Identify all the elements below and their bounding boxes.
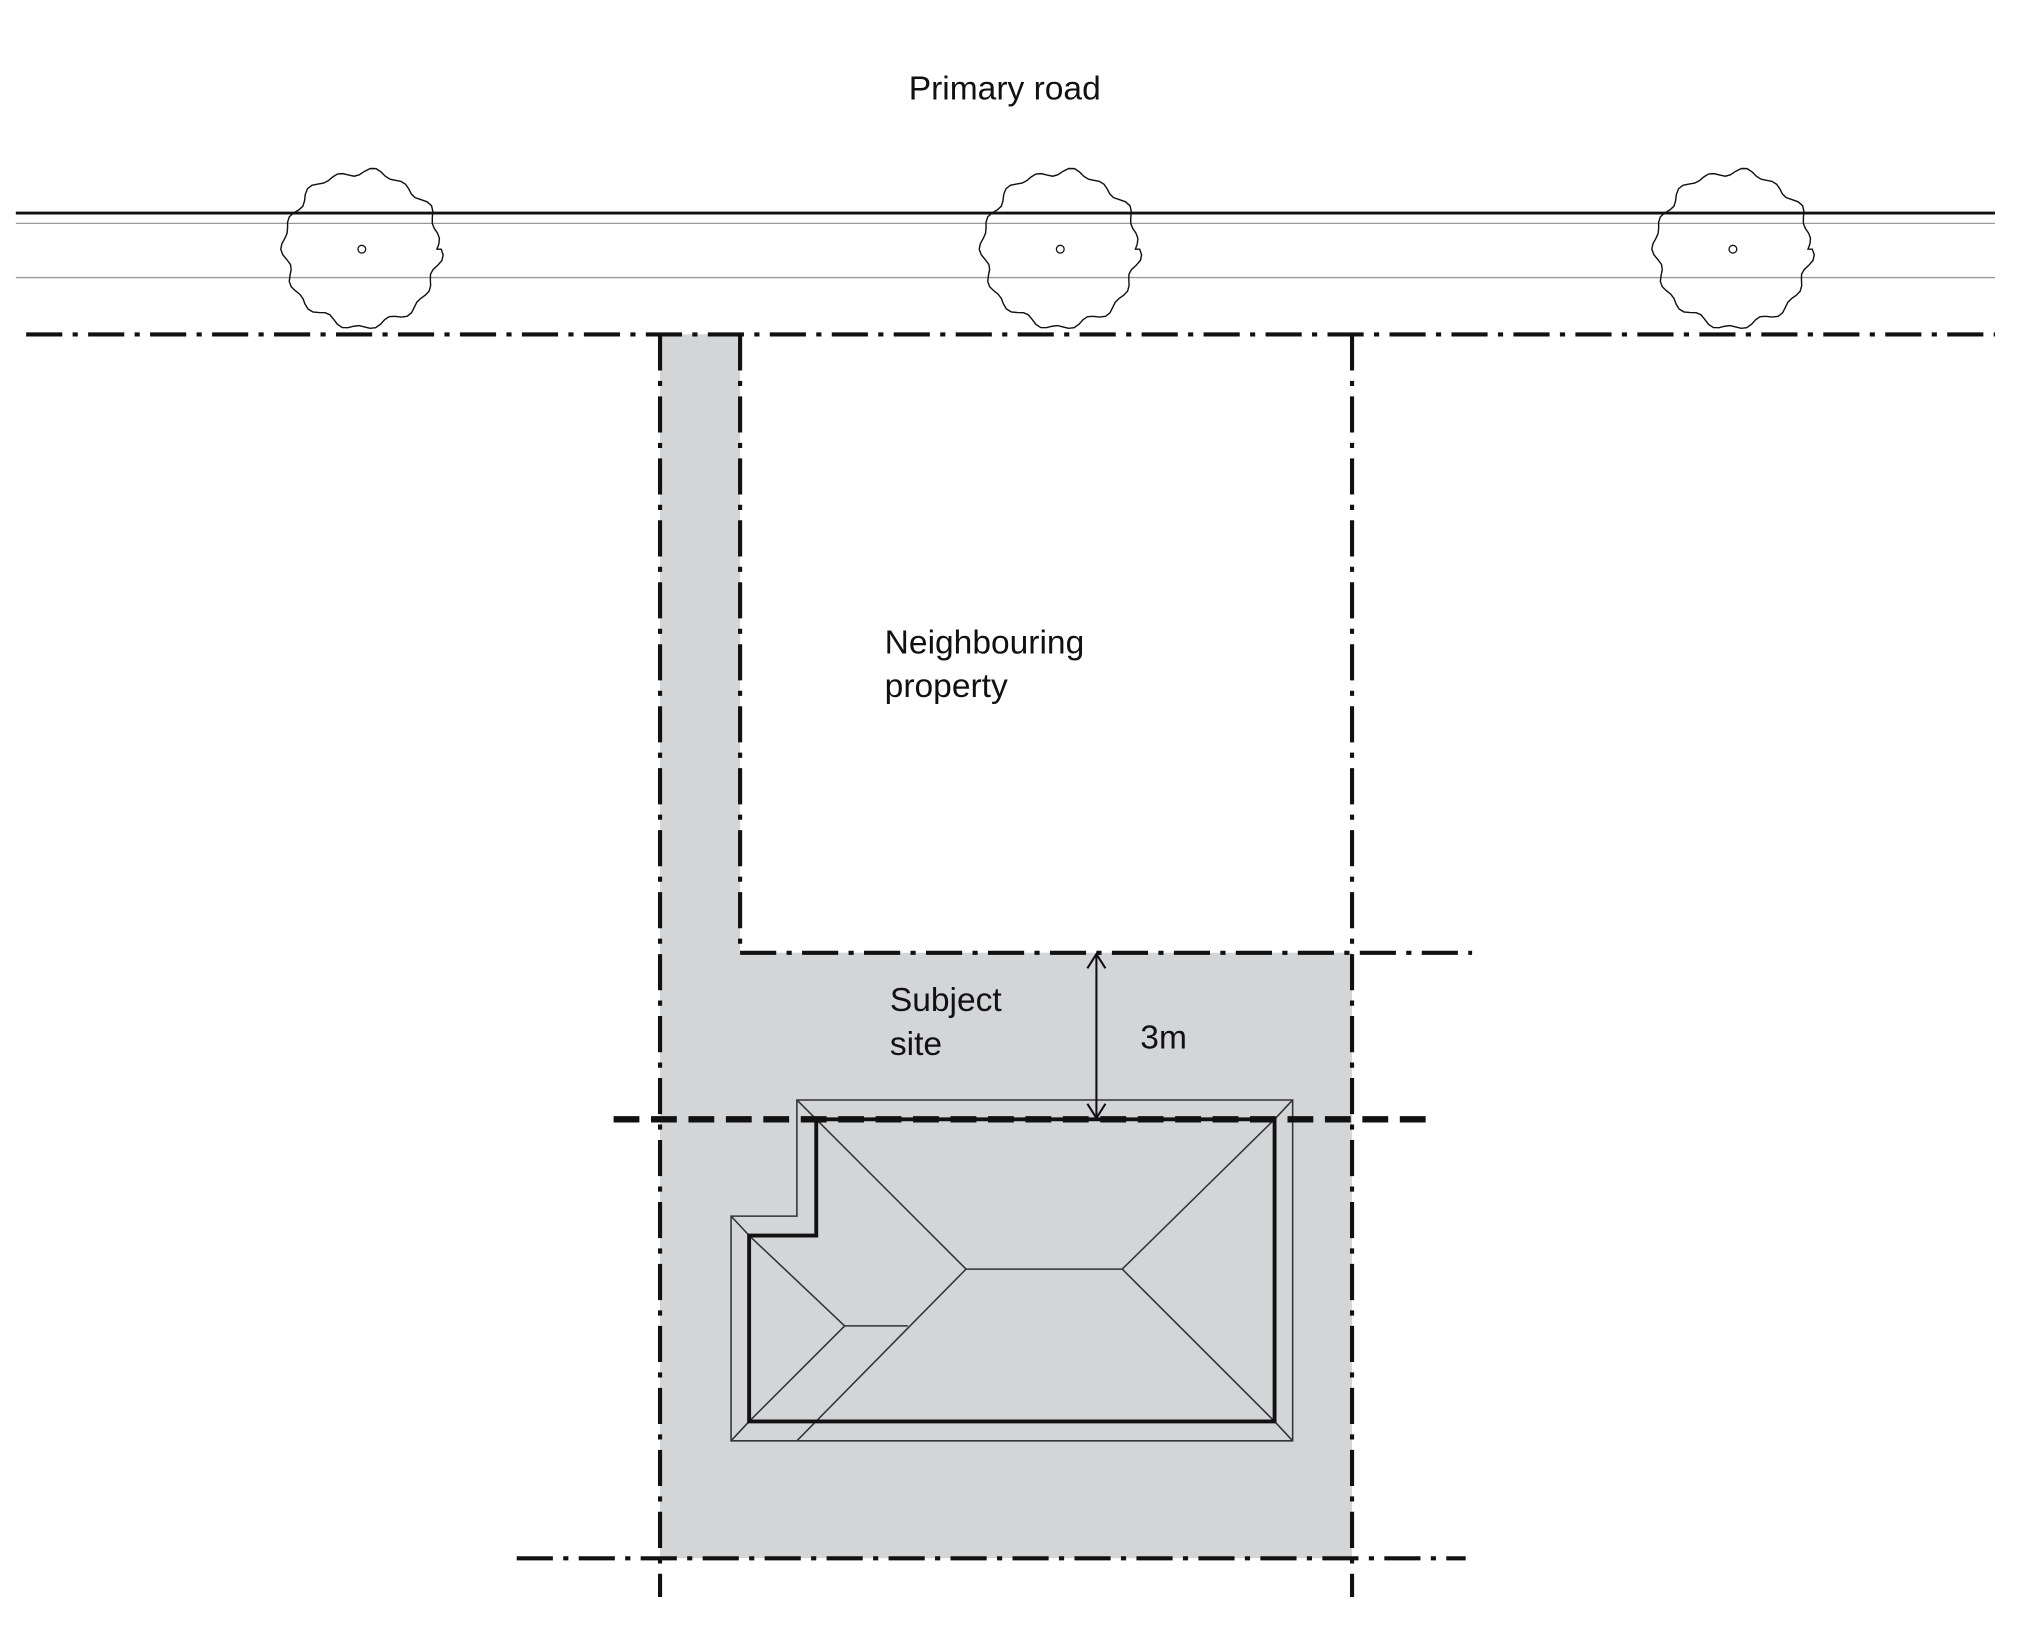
- dimension-arrow: [1086, 952, 1107, 1120]
- tree-trunk-icon: [357, 244, 367, 254]
- street-trees: [280, 167, 1815, 330]
- neighbour-label-line2: property: [885, 668, 1008, 705]
- setback-dimension-label: 3m: [1140, 1019, 1187, 1056]
- tree-canopy-icon: [1651, 167, 1815, 330]
- subject-site-area: [660, 334, 1353, 1559]
- tree-trunk-icon: [1055, 244, 1065, 254]
- tree-canopy-icon: [978, 167, 1143, 330]
- tree-canopy-icon: [280, 167, 444, 330]
- subject-label-line2: site: [890, 1026, 942, 1063]
- subject-label-line1: Subject: [890, 982, 1003, 1019]
- roof-lines: [730, 1099, 1294, 1442]
- tree-trunk-icon: [1728, 244, 1738, 254]
- road-label: Primary road: [909, 70, 1101, 107]
- neighbour-label-line1: Neighbouring: [885, 624, 1085, 661]
